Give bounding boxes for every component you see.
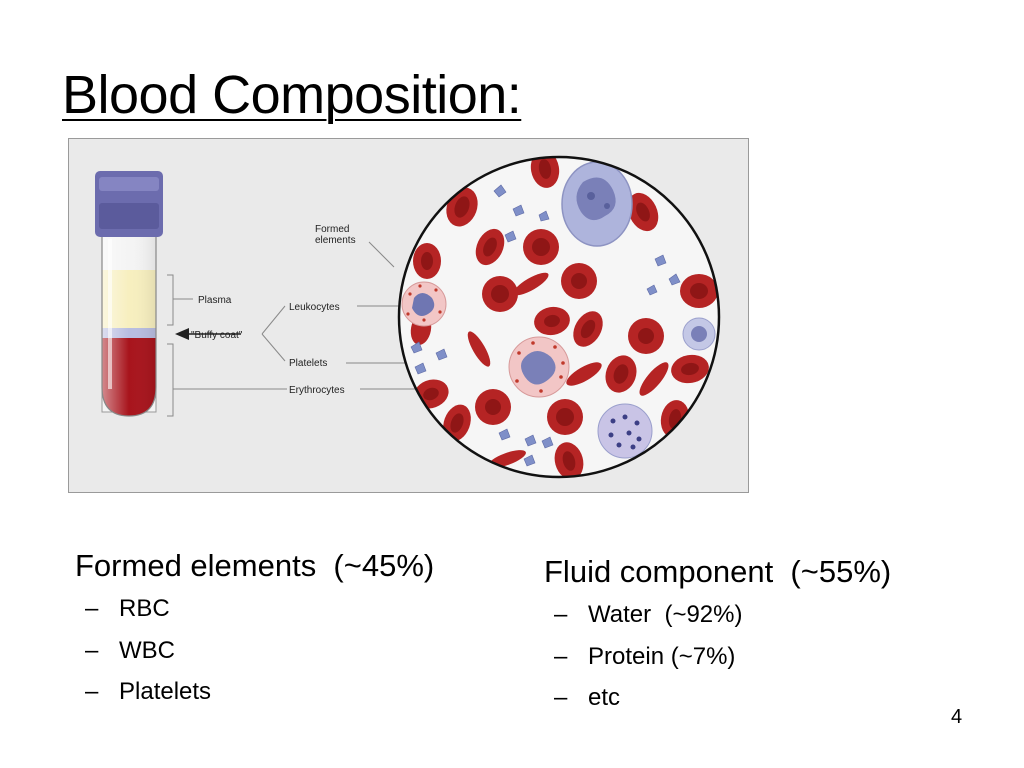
list-item-label: Platelets	[119, 678, 212, 705]
bullet-dash: –	[85, 595, 99, 622]
fluid-component-heading: Fluid component (~55%)	[544, 554, 892, 589]
page-number: 4	[951, 706, 963, 728]
blood-diagram: Formed elements Plasma "Buffy coat" Leuk…	[68, 138, 749, 493]
list-item: –Platelets	[75, 671, 434, 713]
list-item: –RBC	[75, 588, 434, 630]
list-item: –WBC	[75, 630, 434, 672]
label-platelets: Platelets	[289, 358, 327, 369]
bullet-dash: –	[85, 678, 99, 705]
bullet-dash: –	[554, 601, 568, 628]
layer-brackets	[167, 274, 287, 417]
label-formed-1: Formed	[315, 224, 349, 235]
list-item: –Protein (~7%)	[544, 636, 891, 678]
label-leukocytes: Leukocytes	[289, 302, 340, 313]
formed-elements-heading: Formed elements (~45%)	[75, 548, 435, 583]
label-formed-2: elements	[315, 235, 356, 246]
bullet-dash: –	[85, 636, 99, 664]
blood-diagram-svg: Formed elements Plasma "Buffy coat" Leuk…	[95, 155, 721, 479]
slide-title: Blood Composition:	[62, 65, 522, 125]
list-item: –Water (~92%)	[544, 594, 891, 636]
fluid-component-list: –Water (~92%) –Protein (~7%) –etc	[544, 594, 891, 719]
formed-elements-list: –RBC –WBC –Platelets	[75, 588, 434, 713]
list-item-label: RBC	[119, 595, 170, 622]
formed-elements-column: Formed elements (~45%) –RBC –WBC –Platel…	[75, 548, 434, 713]
bullet-dash: –	[554, 642, 568, 670]
label-buffy-coat: "Buffy coat"	[191, 330, 243, 341]
bullet-dash: –	[554, 684, 568, 711]
buffy-coat-arrow	[175, 328, 241, 340]
list-item: –etc	[544, 677, 891, 719]
white-blood-cells	[401, 161, 716, 459]
list-item-label: Water (~92%)	[588, 601, 743, 628]
magnified-view	[397, 155, 721, 479]
list-item-label: etc	[588, 684, 621, 711]
list-item-label: WBC	[119, 636, 175, 664]
formed-brace	[261, 305, 286, 362]
fluid-component-column: Fluid component (~55%) –Water (~92%) –Pr…	[544, 554, 891, 719]
label-plasma: Plasma	[198, 295, 232, 306]
label-erythrocytes: Erythrocytes	[289, 385, 345, 396]
list-item-label: Protein (~7%)	[588, 642, 736, 670]
test-tube	[95, 171, 163, 417]
platelets	[410, 184, 681, 467]
